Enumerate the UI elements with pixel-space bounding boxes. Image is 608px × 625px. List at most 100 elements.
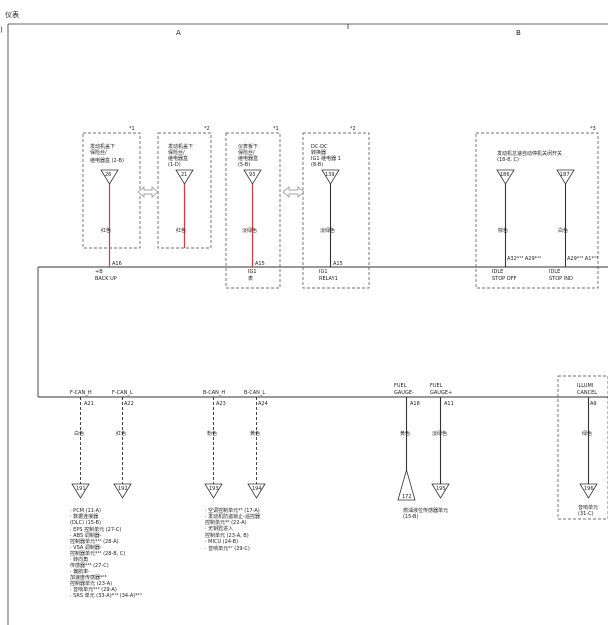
c2-line3: 继电器盒: [168, 155, 188, 162]
alt-arrow-icon: [137, 186, 159, 198]
fcan-item: 控制器单元*¹⁴ (28-B, C): [70, 550, 125, 557]
fcan-item: · 音响单元*¹⁹ (29-A): [70, 586, 117, 593]
c5a-term: A32*¹³ A29*¹⁴: [507, 256, 541, 262]
column-b-label: B: [516, 29, 521, 37]
sensor-triangle-172: [397, 468, 416, 501]
fuel-m-wire-color: 黄色: [400, 430, 410, 437]
bcan-item: 控制单元 (23-A, B): [205, 532, 249, 539]
pin-192: 192: [118, 486, 128, 492]
pin-triangle-193: [204, 483, 223, 499]
fcan-item: · PCM (11-A): [70, 508, 101, 514]
fuel-m-label-2: GAUGE-: [394, 390, 414, 396]
alt-arrow-icon-2: [282, 186, 305, 198]
c5b-signal-2: STOP IND: [549, 276, 573, 282]
pin-triangle-194: [247, 483, 266, 499]
bcan-item: 控制单元*⁹ (22-A): [205, 519, 247, 526]
c4-line3: IG1 继电器 1: [311, 155, 341, 162]
c3-line4: (5-B): [238, 162, 250, 168]
note-c1: *1: [129, 126, 135, 132]
c1-signal-1: +B: [95, 269, 103, 275]
c1-term: A16: [112, 261, 122, 267]
c4-line1: DC-DC: [311, 144, 328, 150]
c5a-wire-color: 棕色: [498, 227, 508, 234]
box-connector-1: [82, 132, 141, 249]
pin-triangle-192: [113, 483, 132, 499]
c3-pin: 93: [249, 172, 255, 178]
fcan-h-term: A21: [84, 401, 94, 407]
bcan-item: · 发动机防盗锁止-遥控器: [205, 513, 260, 520]
fcan-item: · 偏航率-: [70, 568, 90, 575]
fcan-item: · 数据连接器: [70, 513, 98, 520]
bcan-l-wire-color: 黄色: [250, 430, 260, 437]
fcan-device-list: · PCM (11-A) · 数据连接器 (DLC) (15-B) · EPS …: [70, 508, 142, 599]
fuel-sensor-label-2: (15-B): [403, 514, 418, 520]
switch-triangle-c5a: [496, 169, 515, 185]
fuel-p-term: A11: [444, 401, 454, 407]
c1-line2: 保险丝/: [90, 149, 107, 156]
c4-term: A15: [333, 261, 343, 267]
c4-line4: (8-B): [311, 162, 323, 168]
pin-triangle-191: [71, 483, 90, 499]
fcan-item: · ABS 调制器-: [70, 532, 102, 539]
c2-line1: 发动机盖下: [168, 143, 193, 150]
pin-172: 172: [402, 494, 412, 500]
pin-triangle-195: [431, 483, 450, 499]
fcan-item: 控制器单元 (23-A): [70, 580, 112, 587]
pin-196: 196: [584, 486, 594, 492]
c5b-pin: 187: [560, 172, 570, 178]
c5b-term: A29*¹³ A1*¹⁴: [567, 256, 598, 262]
note-c2: *2: [204, 126, 210, 132]
fuse-triangle-c1: [100, 169, 119, 185]
diagram-title: 仪表: [5, 10, 19, 19]
fuel-m-term: A18: [410, 401, 420, 407]
bcan-h-wire-color: 粉色: [207, 430, 217, 437]
note-c5: *3: [590, 126, 596, 132]
c3-signal-1: IG1: [248, 269, 257, 275]
bcan-item: · 空调控制单元*⁵ (17-A): [205, 507, 260, 514]
fcan-item: · VSA 调制器-: [70, 544, 102, 551]
fcan-item: · SRS 单元 (33-A)*¹³ (34-A)*¹⁴: [70, 592, 142, 599]
c1-line3: 继电器盒 (2-B): [90, 157, 124, 164]
c3-wire-color: 淡绿色: [242, 227, 257, 234]
fcan-item: 控制器单元*¹³ (28-A): [70, 538, 119, 545]
switch-triangle-c5b: [556, 169, 575, 185]
pin-triangle-196: [579, 483, 598, 499]
c3-line1: 仪表板下: [238, 143, 258, 150]
fcan-l-signal: F-CAN_L: [112, 390, 133, 396]
c1-pin: 26: [105, 172, 111, 178]
audio-unit-label-2: (31-C): [578, 511, 594, 517]
illumi-label-2: CANCEL: [577, 390, 597, 396]
c1-wire-color: 红色: [101, 227, 111, 234]
fuse-triangle-c3: [243, 169, 262, 185]
fcan-item: · 转向角: [70, 556, 88, 563]
bcan-item: · MICU (24-B): [205, 539, 238, 545]
c5a-signal-2: STOP OFF: [492, 276, 517, 282]
bcan-device-list: · 空调控制单元*⁵ (17-A) · 发动机防盗锁止-遥控器 控制单元*⁹ (…: [205, 507, 260, 552]
c4-signal-2: RELAY1: [319, 276, 338, 282]
left-tick: ): [0, 26, 3, 34]
fuel-p-label-2: GAUGE+: [430, 390, 452, 396]
bcan-h-term: A23: [216, 401, 226, 407]
fcan-l-wire-color: 红色: [116, 430, 126, 437]
c2-line2: 保险丝/: [168, 149, 185, 156]
illumi-wire-color: 绿色: [582, 430, 592, 437]
c2-pin: 21: [181, 172, 187, 178]
c4-line2: 转换器: [311, 149, 326, 156]
c4-signal-1: IG1: [319, 269, 328, 275]
box-illumi: [557, 375, 608, 520]
c2-line4: (1-D): [168, 162, 181, 168]
c5-line2: (18-8, C): [497, 157, 519, 163]
c5a-pin: 186: [500, 172, 510, 178]
fcan-h-wire-color: 白色: [74, 430, 84, 437]
bcan-item: · 音响单元*⁷ (29-C): [205, 545, 250, 552]
c1-line1: 发动机盖下: [90, 143, 115, 150]
bcan-h-signal: B-CAN_H: [203, 390, 225, 396]
fuel-p-label-1: FUEL: [430, 383, 443, 389]
c4-wire-color: 淡绿色: [320, 227, 335, 234]
c5b-wire-color: 白色: [558, 227, 568, 234]
c3-line2: 保险丝/: [238, 149, 255, 156]
bcan-l-signal: B-CAN_L: [244, 390, 265, 396]
bcan-l-term: A24: [258, 401, 268, 407]
box-connector-5: [475, 132, 599, 289]
fcan-h-signal: F-CAN_H: [70, 390, 92, 396]
